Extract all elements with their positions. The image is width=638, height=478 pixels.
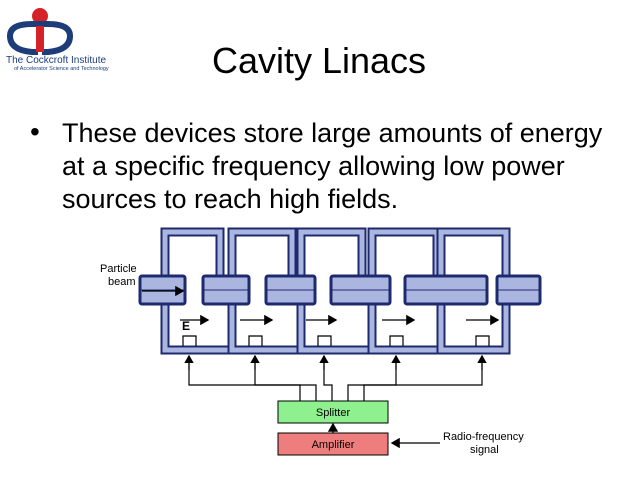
rf-feed-lines [184, 354, 487, 401]
cavity-loop-top [227, 227, 297, 275]
coupling-loop [182, 335, 197, 346]
cavity-chain [138, 227, 542, 355]
cavity-loop-top [436, 227, 511, 275]
particle-label: Particle [100, 263, 137, 275]
cavity-loop-bottom-fill [369, 305, 444, 353]
cavity-loop-top [160, 227, 225, 275]
logo-title: The Cockcroft Institute [6, 55, 107, 66]
bullet-marker: • [30, 116, 40, 147]
cavity-loop-top-fill [162, 229, 223, 275]
coupling-loop [317, 335, 332, 346]
cavity-loop-top-fill [369, 229, 440, 275]
rf-feed-line [347, 360, 397, 401]
cavity-loop-bottom-fill [162, 305, 235, 353]
cavity-loop-top [296, 227, 367, 275]
coupling-loop [248, 335, 263, 346]
rf-label: Radio-frequency [443, 431, 524, 443]
bullet-text: These devices store large amounts of ene… [62, 118, 603, 214]
splitter-label: Splitter [316, 407, 351, 419]
cavity-loop-bottom [367, 305, 446, 355]
cavity-loop-bottom [436, 305, 511, 355]
cockcroft-logo-mark [6, 8, 74, 55]
cavity-loop-top-fill [229, 229, 295, 275]
cavity-loop-bottom [296, 305, 377, 355]
logo-subtitle: of Accelerator Science and Technology [14, 66, 109, 72]
field-label: E [182, 319, 190, 333]
cavity-loop-bottom [160, 305, 237, 355]
cavity-loop-top [367, 227, 442, 275]
slide-title: Cavity Linacs [211, 40, 427, 81]
cavity-loop-bottom [227, 305, 306, 355]
rf-feed-line [254, 360, 317, 401]
cavity-loop-top-fill [438, 229, 509, 275]
beam-label: beam [108, 276, 136, 288]
signal-label: signal [470, 444, 499, 456]
amplifier-label: Amplifier [312, 439, 355, 451]
cavity-loop-bottom-fill [298, 305, 375, 353]
cockcroft-logo: The Cockcroft Institute of Accelerator S… [0, 0, 130, 80]
rf-feed-line [188, 360, 301, 401]
cavity-loop-bottom-fill [438, 305, 509, 353]
cavity-loop-bottom-fill [229, 305, 304, 353]
cavity-loop-top-fill [298, 229, 365, 275]
coupling-loop [389, 335, 404, 346]
rf-feed-line [323, 360, 333, 401]
rf-feed-line [363, 360, 483, 401]
coupling-loop [475, 335, 490, 346]
